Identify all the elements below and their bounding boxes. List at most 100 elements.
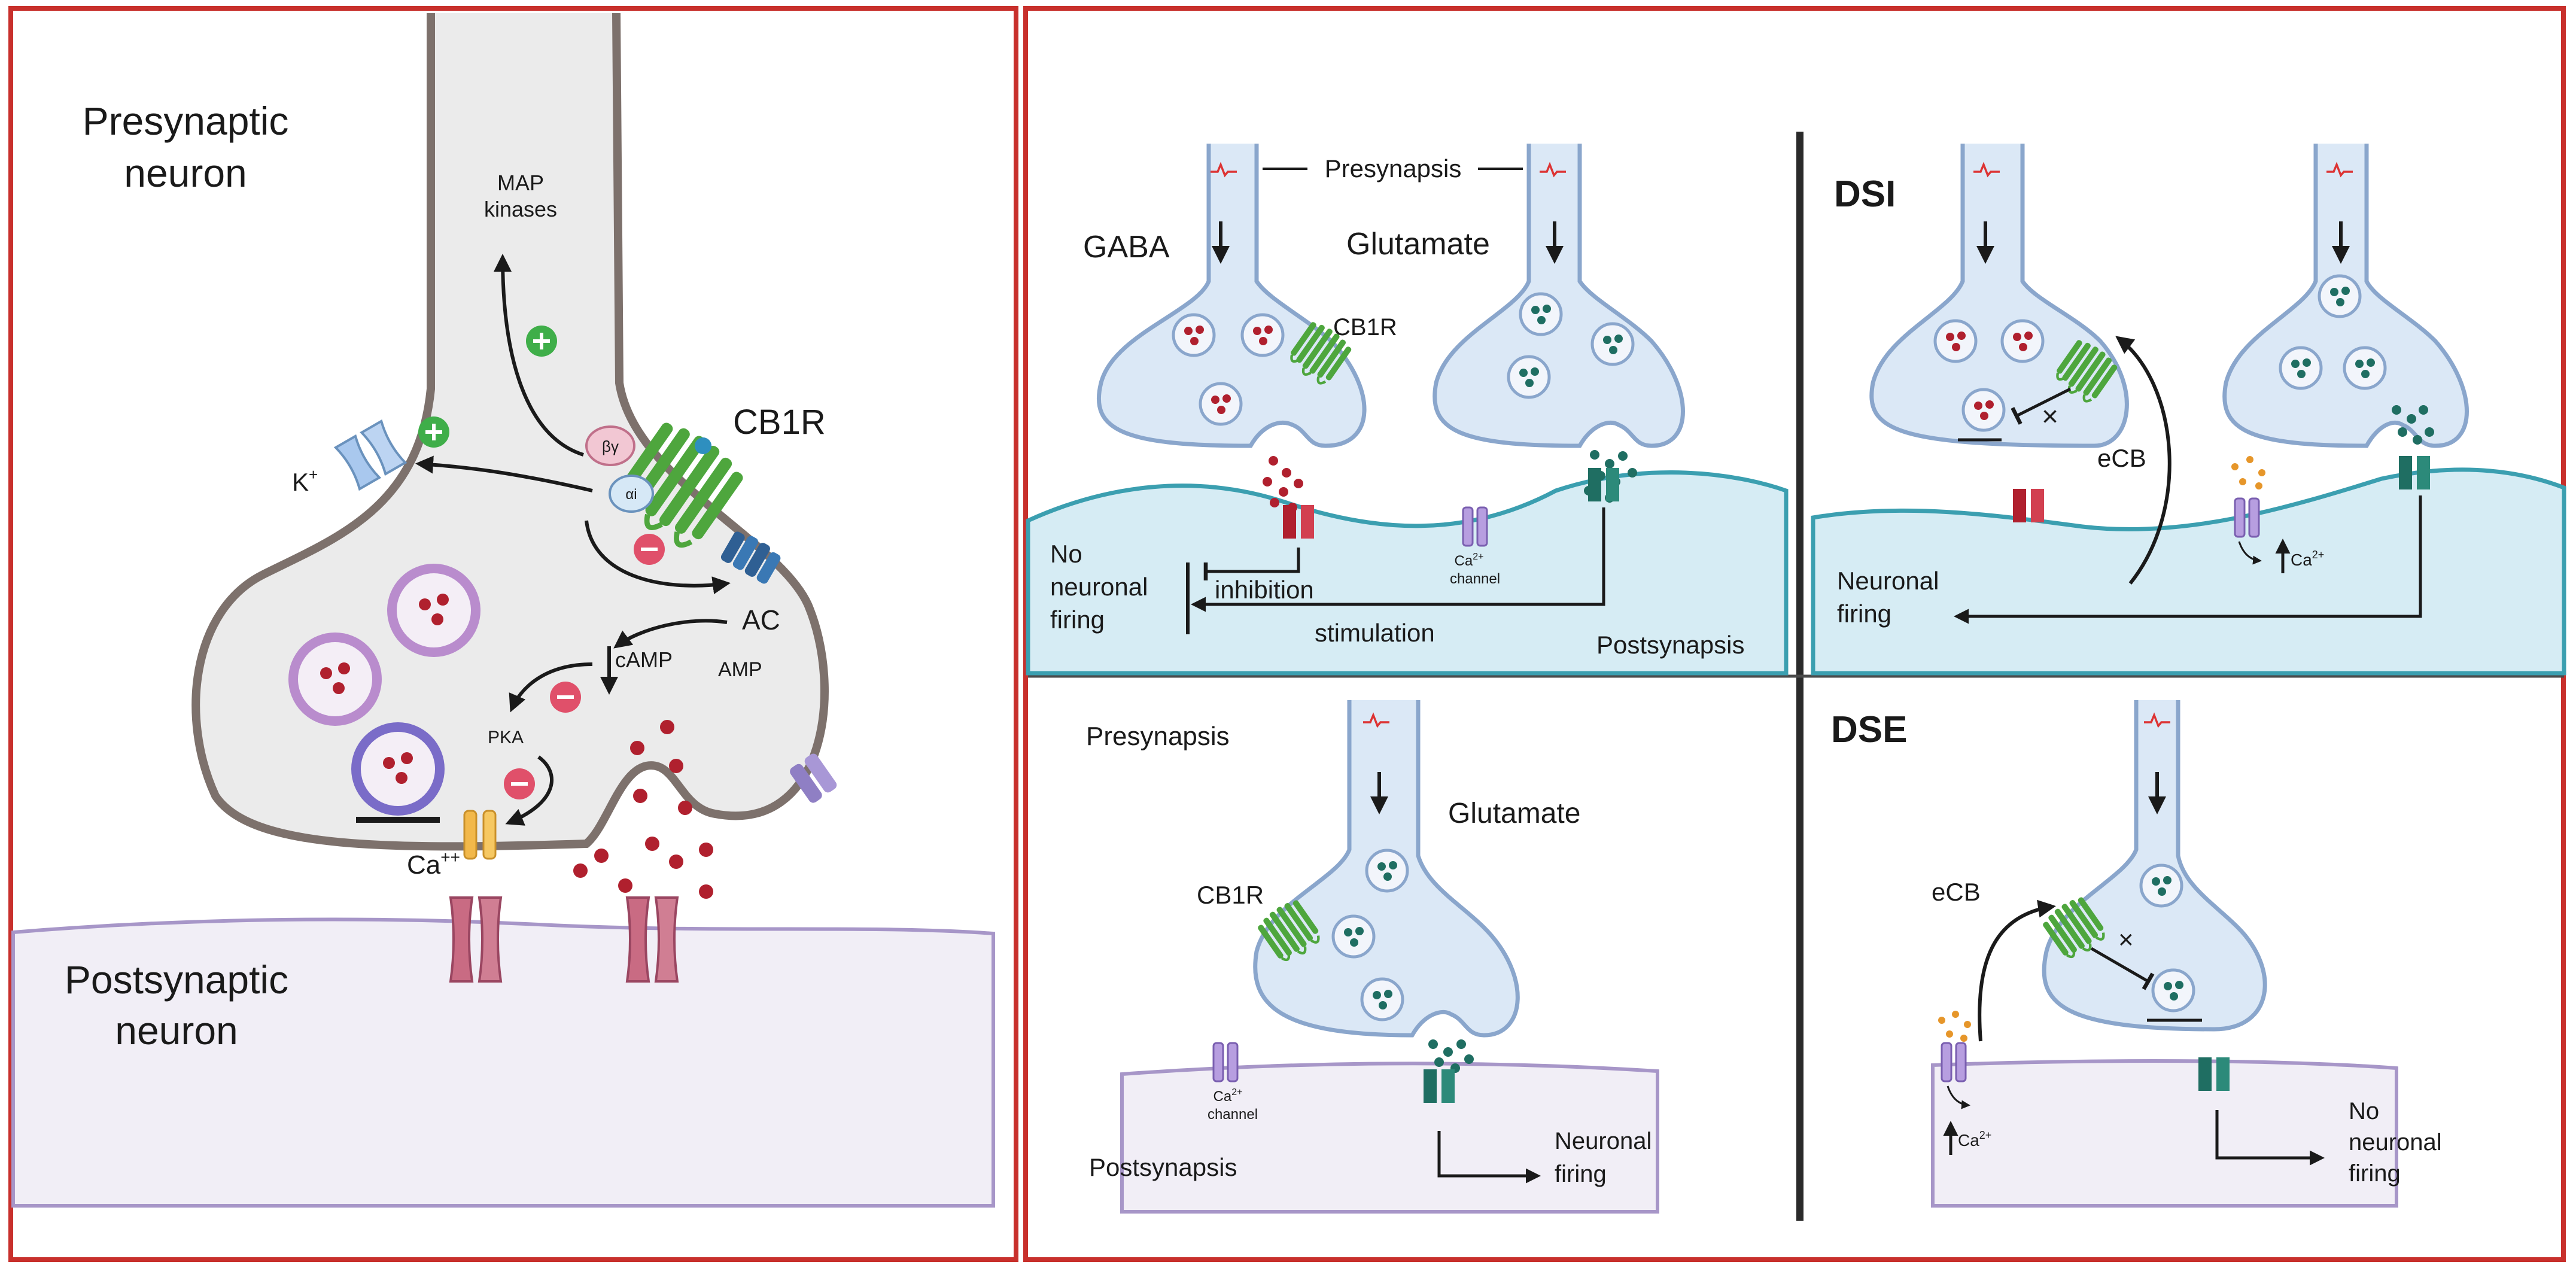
ca-influx-arrow	[2238, 541, 2262, 565]
basic-panel: Presynapsis GABA Glutamate CB1R Ca2+chan…	[1026, 144, 1789, 676]
presynapsis-label: Presynapsis	[1086, 722, 1230, 751]
ecb-arrow	[1978, 899, 2056, 1042]
postsynaptic-cleft	[1026, 470, 1789, 676]
ecb-label: eCB	[1932, 878, 1981, 906]
ecb-particles	[1938, 1011, 1971, 1042]
g-beta-gamma-icon	[585, 425, 635, 466]
firing-arrow	[1437, 1131, 1541, 1184]
cb1r-label: CB1R	[1197, 881, 1264, 909]
beta-gamma-label: βγ	[602, 437, 619, 455]
dsi-title: DSI	[1834, 174, 1896, 215]
gaba-vesicle	[2002, 321, 2043, 361]
glutamate-release	[2392, 405, 2434, 445]
ca-channel-icon	[463, 810, 497, 860]
block-mark: ×	[2042, 401, 2058, 433]
ca-influx-arrow	[1947, 1085, 1970, 1109]
vesicle	[351, 722, 445, 816]
glutamate-vesicle	[2344, 348, 2385, 388]
ca-channel-label: Ca2+channel	[1208, 1087, 1258, 1123]
glutamate-vesicle	[2280, 348, 2321, 388]
g-alpha-i-icon	[609, 475, 654, 513]
ecb-arrow	[2115, 336, 2171, 585]
arrow-to-map-kinases	[494, 254, 584, 457]
glutamate-release	[1428, 1039, 1474, 1073]
cb1r-inhibition-arrow	[2011, 387, 2072, 425]
minus-icon	[634, 534, 665, 565]
postsynapsis-label: Postsynapsis	[1596, 631, 1744, 659]
arrow-amp-to-camp	[613, 619, 728, 649]
cb1r-label: CB1R	[1333, 314, 1397, 340]
glutamate-vesicle	[1362, 979, 1403, 1020]
glutamate-vesicle	[2319, 276, 2360, 317]
postsynaptic-membrane	[1931, 1059, 2398, 1208]
plus-icon	[526, 326, 557, 357]
ac-label: AC	[742, 604, 780, 635]
arrow-to-ac	[585, 520, 731, 594]
vesicle	[288, 633, 382, 726]
stimulation-arrow	[1191, 507, 1605, 612]
arrow-pka-to-ca	[505, 755, 553, 826]
alpha-i-label: αi	[625, 486, 637, 503]
ecb-label: eCB	[2097, 444, 2146, 472]
stimulation-label: stimulation	[1315, 619, 1435, 647]
glutamate-vesicle	[2153, 970, 2194, 1011]
gaba-label: GABA	[1083, 230, 1170, 264]
gaba-vesicle	[1963, 390, 2004, 430]
left-panel: βγ αi	[11, 13, 995, 1208]
glutamate-vesicle	[1592, 324, 1633, 364]
gaba-vesicle	[1173, 315, 1214, 355]
membrane-protein-icon	[790, 753, 837, 803]
k-channel-icon	[333, 419, 407, 491]
adenylyl-cyclase-icon	[720, 531, 781, 584]
bottom-left-panel: Presynapsis Glutamate CB1R Ca2+channel N…	[1086, 700, 1659, 1214]
firing-arrow	[1954, 495, 2422, 624]
minus-icon	[550, 682, 581, 713]
glutamate-vesicle	[1333, 916, 1374, 957]
postsynaptic-cleft	[1811, 467, 2566, 676]
gaba-vesicle	[1200, 384, 1241, 424]
presynapsis-label: Presynapsis	[1325, 154, 1462, 183]
postsynapsis-label: Postsynapsis	[1089, 1153, 1237, 1181]
ligand-icon	[695, 437, 711, 454]
pka-label: PKA	[488, 728, 524, 747]
block-mark: ×	[2118, 925, 2134, 954]
vesicle	[387, 564, 480, 657]
minus-icon	[504, 768, 535, 799]
gaba-vesicle	[1935, 321, 1976, 361]
ca-label: Ca2+	[2291, 549, 2324, 569]
firing-arrow	[2215, 1110, 2325, 1166]
plus-icon	[418, 416, 449, 448]
glutamate-vesicle	[1509, 357, 1549, 397]
amp-label: AMP	[718, 658, 762, 681]
gaba-vesicle	[1242, 315, 1283, 355]
inhibition-label: inhibition	[1215, 576, 1314, 604]
glutamate-vesicle	[2141, 865, 2182, 906]
ca-channel-label: Ca2+channel	[1450, 552, 1500, 587]
k-ion-label: K+	[292, 466, 318, 496]
ca-ion-label: Ca++	[407, 848, 460, 880]
released-neurotransmitter	[573, 720, 713, 899]
camp-label: cAMP	[615, 647, 673, 672]
cb1r-label: CB1R	[733, 403, 826, 442]
arrow-to-pka	[509, 662, 593, 713]
postsynaptic-membrane	[11, 917, 995, 1208]
ecb-particles	[2231, 456, 2265, 489]
inhibition-arrow	[1203, 548, 1300, 580]
cb1r-inhibition-arrow	[2090, 947, 2155, 990]
glutamate-vesicle	[1367, 850, 1407, 891]
glutamate-vesicle	[1520, 294, 1561, 335]
dse-title: DSE	[1831, 709, 1907, 750]
glutamate-terminal	[1433, 144, 1685, 448]
arrow-to-k-channel	[415, 455, 593, 492]
ca-label: Ca2+	[1958, 1129, 1991, 1150]
